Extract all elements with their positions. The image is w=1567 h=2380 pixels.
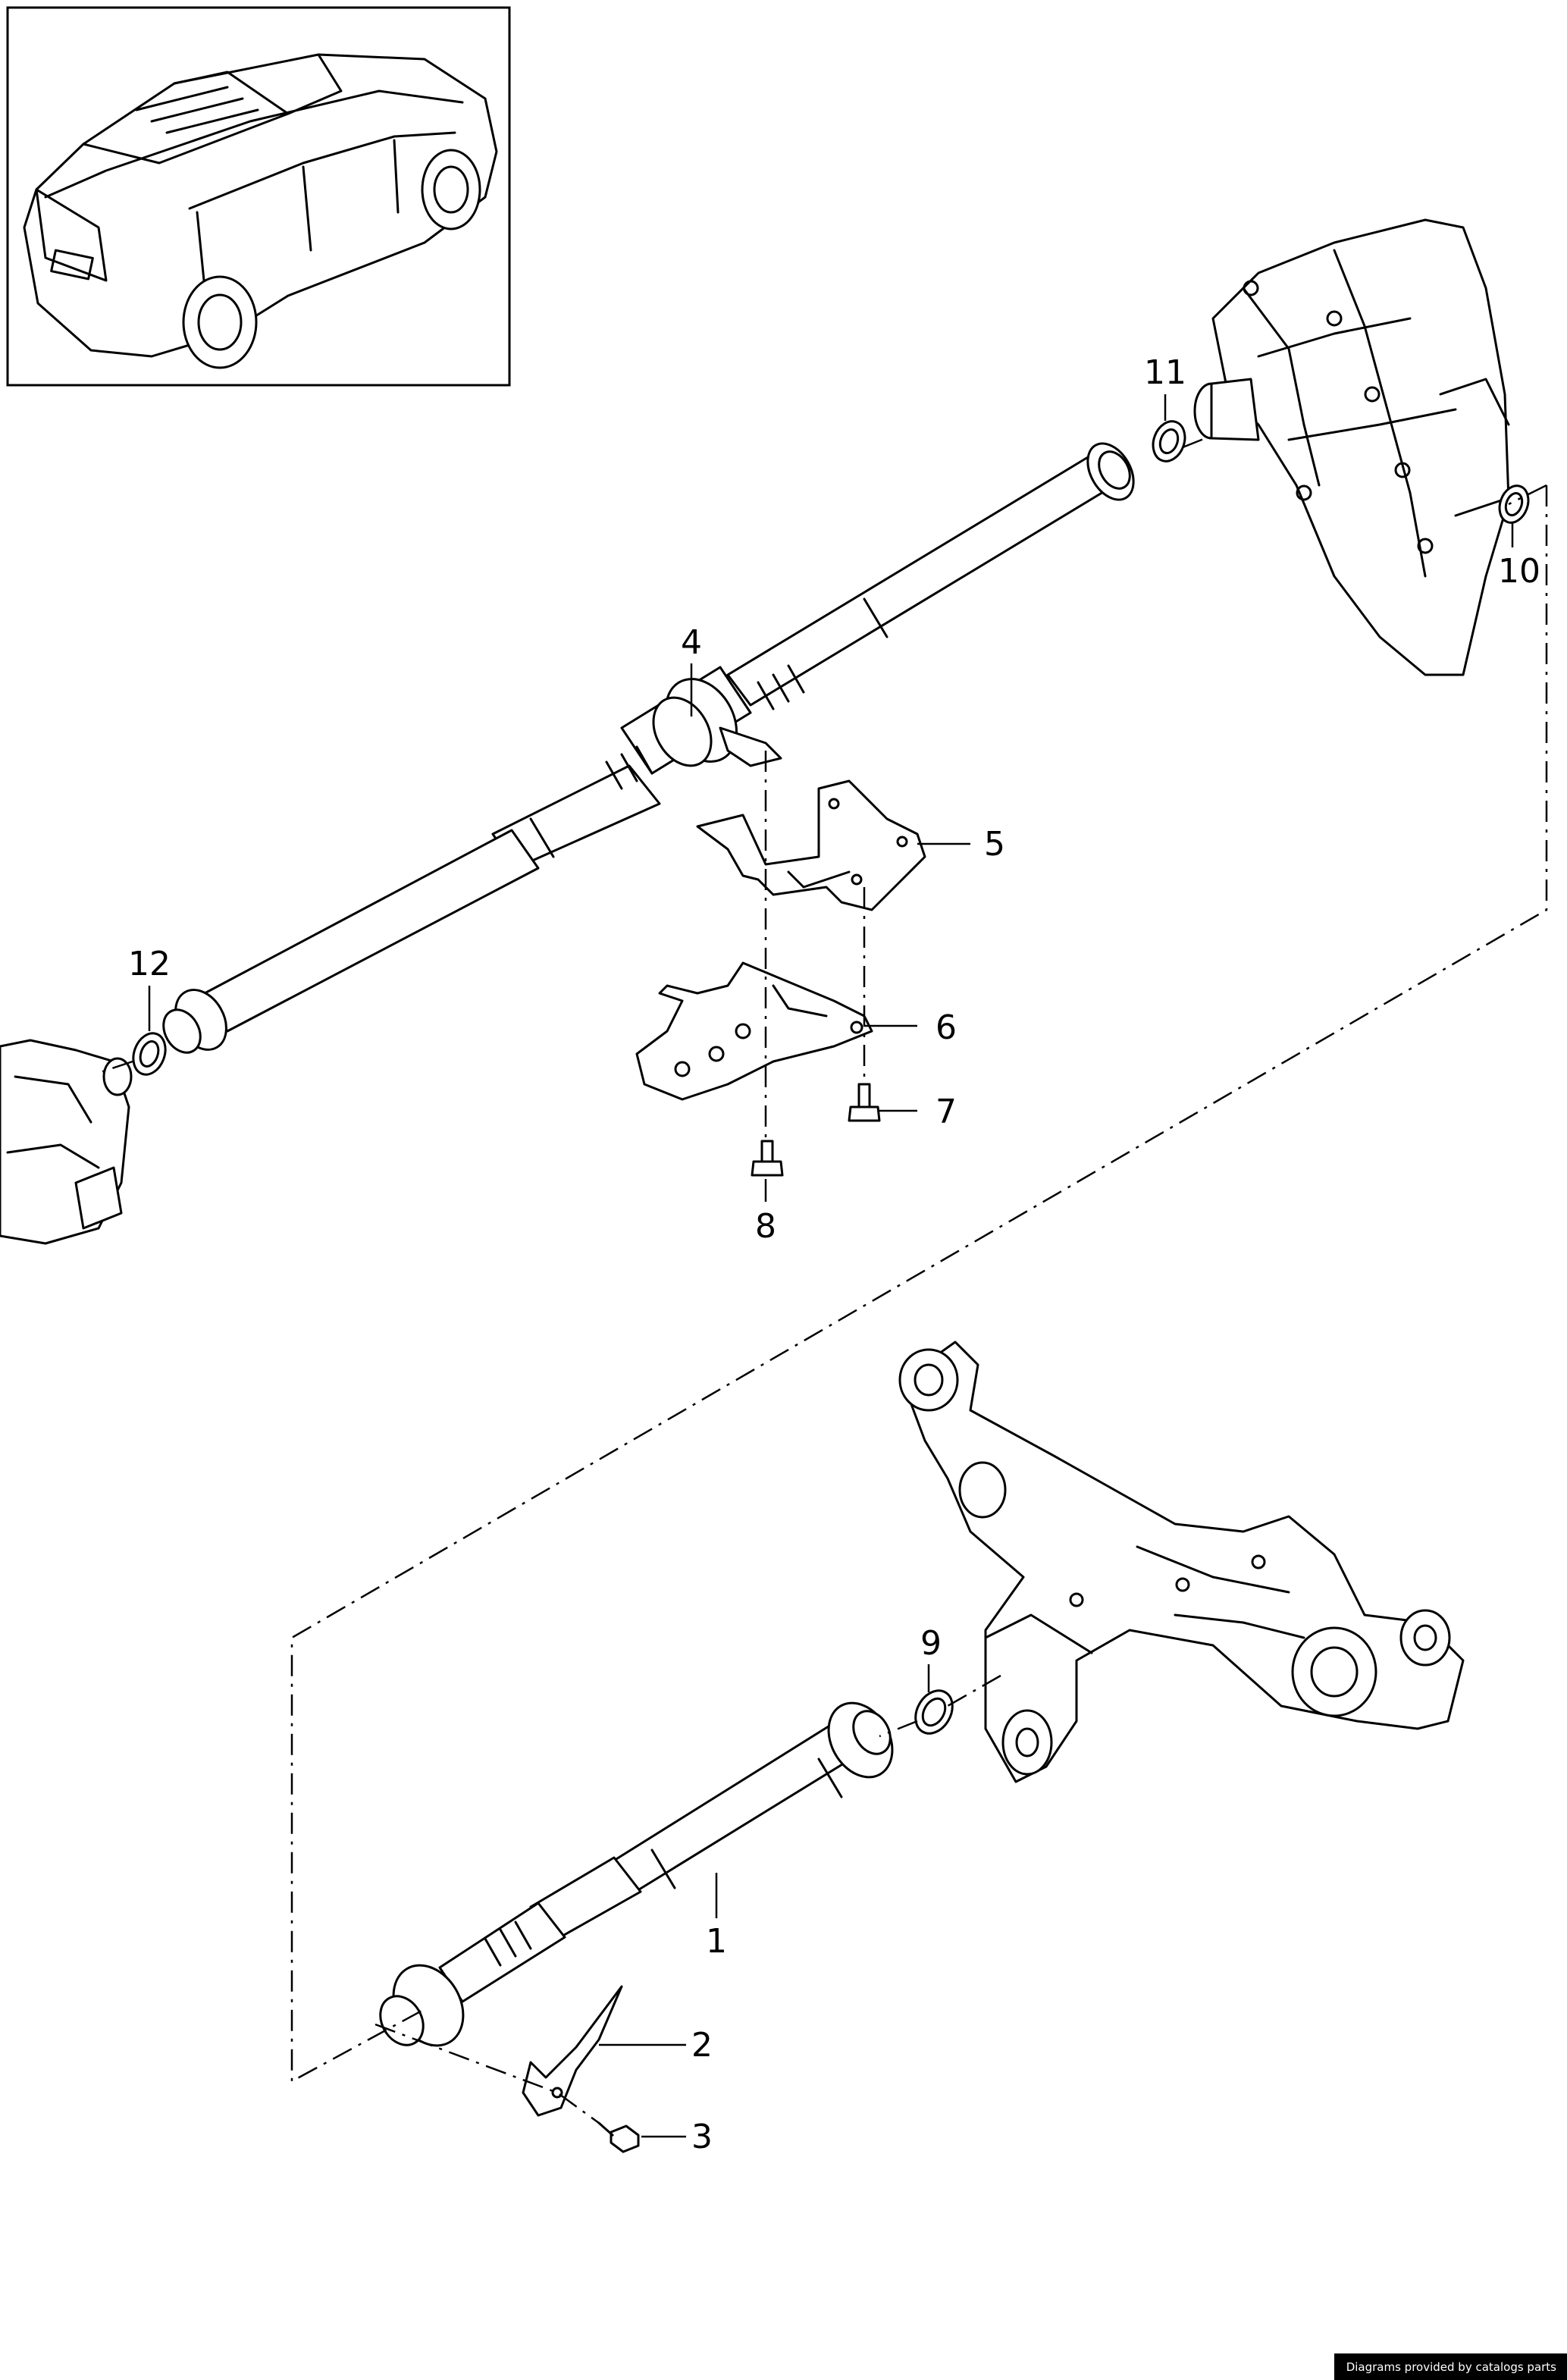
seal-ring-10 (1498, 484, 1530, 524)
callout-5: 5 (984, 825, 1005, 864)
vehicle-thumbnail (6, 6, 511, 387)
callout-4: 4 (681, 623, 702, 662)
assembly-lines (98, 437, 1548, 2124)
callout-11: 11 (1144, 353, 1186, 392)
support-bracket (635, 961, 873, 1101)
callout-2: 2 (691, 2026, 713, 2065)
seal-ring-12 (132, 1032, 167, 1076)
callout-12: 12 (128, 945, 171, 983)
transfer-case (1193, 218, 1510, 676)
bolt-8 (751, 1140, 784, 1177)
callout-7: 7 (935, 1093, 957, 1131)
bolt-7 (848, 1083, 881, 1122)
callout-8: 8 (755, 1207, 776, 1246)
callouts: 1 2 3 4 5 6 7 8 9 10 11 12 (128, 353, 1540, 2156)
center-bearing-bracket (696, 779, 926, 911)
suv-vehicle-icon (23, 53, 498, 369)
credit-footer: Diagrams provided by catalogs parts (1334, 2353, 1567, 2380)
front-differential (0, 1039, 133, 1245)
callout-1: 1 (706, 1922, 727, 1961)
bolt-3 (597, 2121, 640, 2153)
propeller-shaft-front (162, 442, 1135, 1054)
propeller-shaft-rear (379, 1701, 894, 2047)
seal-ring-11 (1152, 420, 1186, 463)
rear-axle-subframe (898, 1341, 1465, 1783)
bracket-small (522, 1985, 623, 2117)
callout-9: 9 (920, 1624, 942, 1663)
callout-3: 3 (691, 2118, 713, 2156)
callout-10: 10 (1498, 552, 1540, 591)
callout-6: 6 (935, 1008, 957, 1047)
leader-lines (148, 394, 1514, 2138)
seal-ring-9 (914, 1689, 954, 1735)
